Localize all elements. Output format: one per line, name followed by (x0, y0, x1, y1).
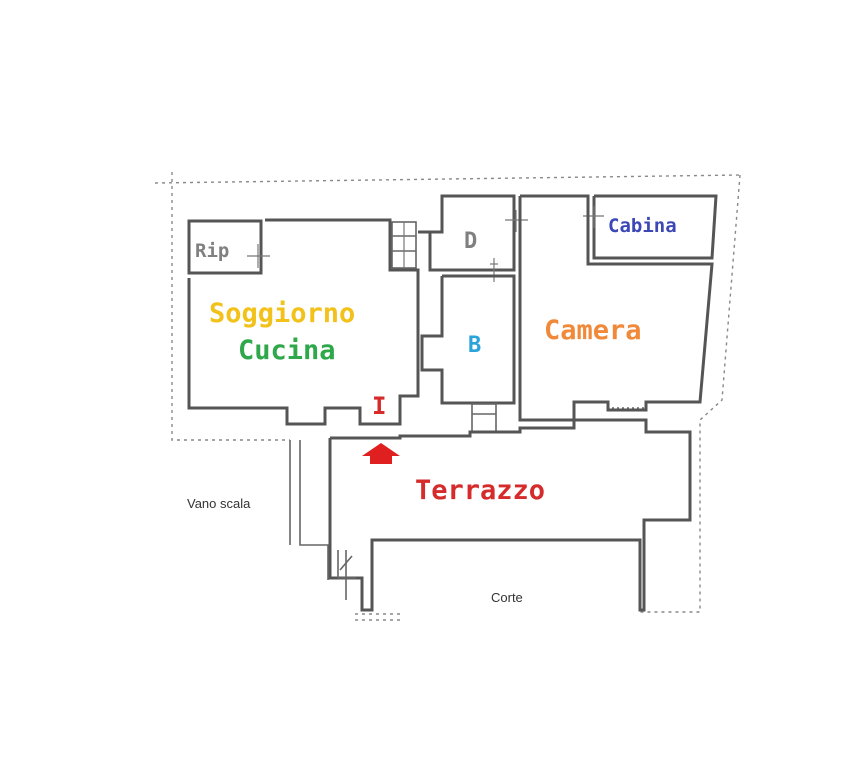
label-rip: Rip (195, 240, 229, 262)
label-cucina: Cucina (238, 335, 336, 366)
room-rip (187, 219, 270, 275)
red-up-arrow-icon (362, 443, 400, 464)
label-cabina: Cabina (608, 215, 677, 237)
label-b: B (468, 333, 481, 358)
property-boundary (154, 172, 741, 621)
label-d: D (464, 229, 477, 254)
terrace (289, 418, 692, 612)
label-vano-scala: Vano scala (187, 496, 251, 511)
label-camera: Camera (544, 315, 642, 346)
label-terrazzo: Terrazzo (415, 475, 545, 506)
room-d (418, 194, 528, 282)
label-corte: Corte (491, 590, 523, 605)
room-soggiorno-cucina (187, 218, 420, 426)
label-soggiorno: Soggiorno (209, 298, 355, 329)
label-ingresso: I (372, 392, 386, 420)
